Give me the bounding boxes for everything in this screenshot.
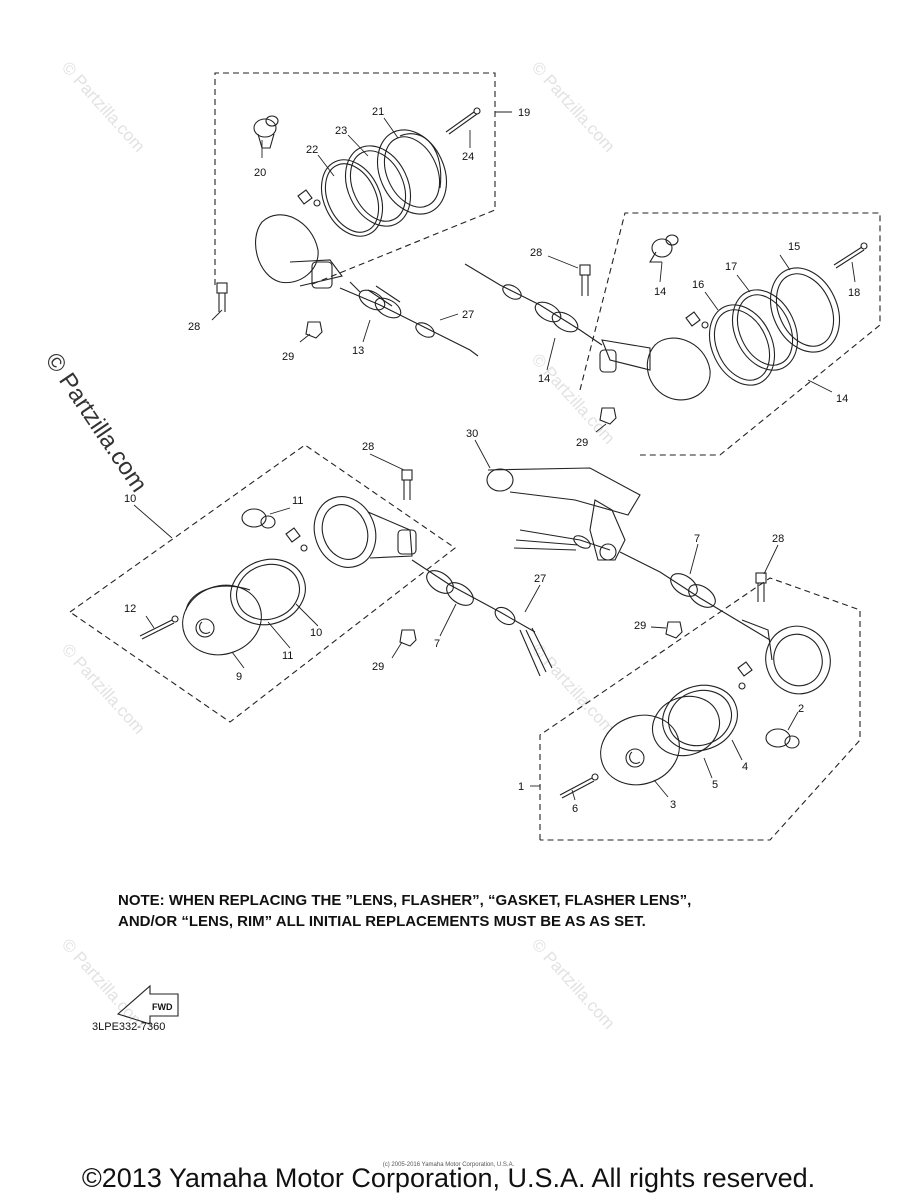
callout-25: 23 (335, 125, 347, 137)
replacement-note: NOTE: WHEN REPLACING THE ”LENS, FLASHER”… (118, 890, 818, 932)
callout-29-d: 29 (634, 620, 646, 632)
callout-29-a: 29 (282, 351, 294, 363)
callout-13: 12 (124, 603, 136, 615)
bulb-9 (241, 508, 276, 529)
fwd-label: FWD (152, 1002, 173, 1012)
wire-7a (411, 559, 553, 677)
clip-small-b (685, 311, 709, 329)
callout-29-c: 29 (372, 661, 384, 673)
assembly-1-outline (539, 577, 861, 841)
callout-14-b: 14 (538, 373, 550, 385)
lens-10 (182, 584, 262, 656)
note-line-1: NOTE: WHEN REPLACING THE ”LENS, FLASHER”… (118, 892, 692, 909)
housing-1 (741, 619, 831, 695)
callout-2: 2 (798, 703, 804, 715)
leader-lines (133, 111, 856, 801)
callout-3: 3 (670, 799, 676, 811)
callout-6: 6 (572, 803, 578, 815)
diagram-code: 3LPE332-7360 (92, 1021, 166, 1033)
gasket-24 (320, 159, 384, 237)
callout-28-c: 28 (362, 441, 374, 453)
callout-22: 20 (254, 167, 266, 179)
assembly-21-outline (214, 72, 496, 286)
bolt-28b (579, 264, 591, 296)
housing-15 (599, 337, 711, 401)
wire-7b (619, 551, 771, 641)
clip-small-d (737, 661, 753, 690)
callout-28-a: 28 (188, 321, 200, 333)
callout-28-d: 28 (772, 533, 784, 545)
gasket-5 (651, 695, 721, 757)
screw-6 (559, 773, 599, 799)
clip-small-a (297, 189, 321, 207)
callout-28-b: 28 (530, 247, 542, 259)
nut-29b (599, 407, 617, 425)
callout-23: 21 (372, 106, 384, 118)
wire-27-harness (513, 529, 611, 551)
callout-26: 24 (462, 151, 474, 163)
callout-15: 14 (836, 393, 848, 405)
callouts: 20 21 23 22 24 19 28 29 13 27 28 14 15 1… (124, 106, 860, 815)
tiny-copyright: (c) 2005-2016 Yamaha Motor Corporation, … (382, 1162, 515, 1168)
bolt-28a (216, 282, 228, 312)
bulb-22 (253, 115, 279, 149)
callout-27-a: 27 (462, 309, 474, 321)
callout-29-b: 29 (576, 437, 588, 449)
bulb-16 (649, 234, 679, 263)
screw-20 (833, 242, 868, 269)
callout-4: 4 (742, 761, 748, 773)
callout-14-a: 13 (352, 345, 364, 357)
callout-18: 16 (692, 279, 704, 291)
bolt-28d (755, 572, 767, 602)
callout-8: 10 (124, 493, 136, 505)
fwd-arrow-icon: FWD (116, 984, 179, 1025)
wire-14b (464, 263, 603, 346)
callout-9: 11 (292, 495, 303, 507)
callout-1: 1 (518, 781, 524, 793)
gasket-25 (344, 145, 412, 227)
housing-21 (255, 214, 343, 289)
bolt-28c (401, 469, 413, 500)
callout-17: 15 (788, 241, 800, 253)
callout-30: 30 (466, 428, 478, 440)
nut-29d (665, 621, 683, 639)
gasket-18 (708, 304, 776, 386)
callout-7-a: 7 (434, 638, 440, 650)
screw-26 (445, 107, 481, 135)
callout-7-b: 7 (694, 533, 700, 545)
callout-24: 22 (306, 144, 318, 156)
gasket-4 (662, 684, 738, 752)
gasket-19 (731, 289, 799, 371)
wire-14a (339, 281, 479, 357)
callout-21: 19 (518, 107, 530, 119)
callout-5: 5 (712, 779, 718, 791)
callout-10: 9 (236, 671, 242, 683)
lens-3 (600, 714, 680, 786)
assembly-15-outline (579, 212, 881, 456)
housing-8 (313, 496, 417, 568)
lens-17 (769, 267, 841, 353)
note-line-2: AND/OR “LENS, RIM” ALL INITIAL REPLACEME… (118, 913, 646, 930)
callout-12: 11 (282, 650, 293, 662)
callout-11: 10 (310, 627, 322, 639)
callout-16: 14 (654, 286, 666, 298)
clip-small-c (285, 527, 308, 552)
bracket-30 (486, 467, 641, 561)
nut-29c (399, 629, 417, 647)
callout-20: 18 (848, 287, 860, 299)
screw-13 (139, 615, 179, 640)
callout-27-b: 27 (534, 573, 546, 585)
assembly-8-outline (69, 444, 456, 723)
nut-29a (305, 321, 323, 339)
bulb-2 (765, 728, 800, 749)
gasket-11 (230, 558, 306, 626)
copyright-footer: ©2013 Yamaha Motor Corporation, U.S.A. A… (81, 1163, 816, 1193)
callout-19: 17 (725, 261, 737, 273)
